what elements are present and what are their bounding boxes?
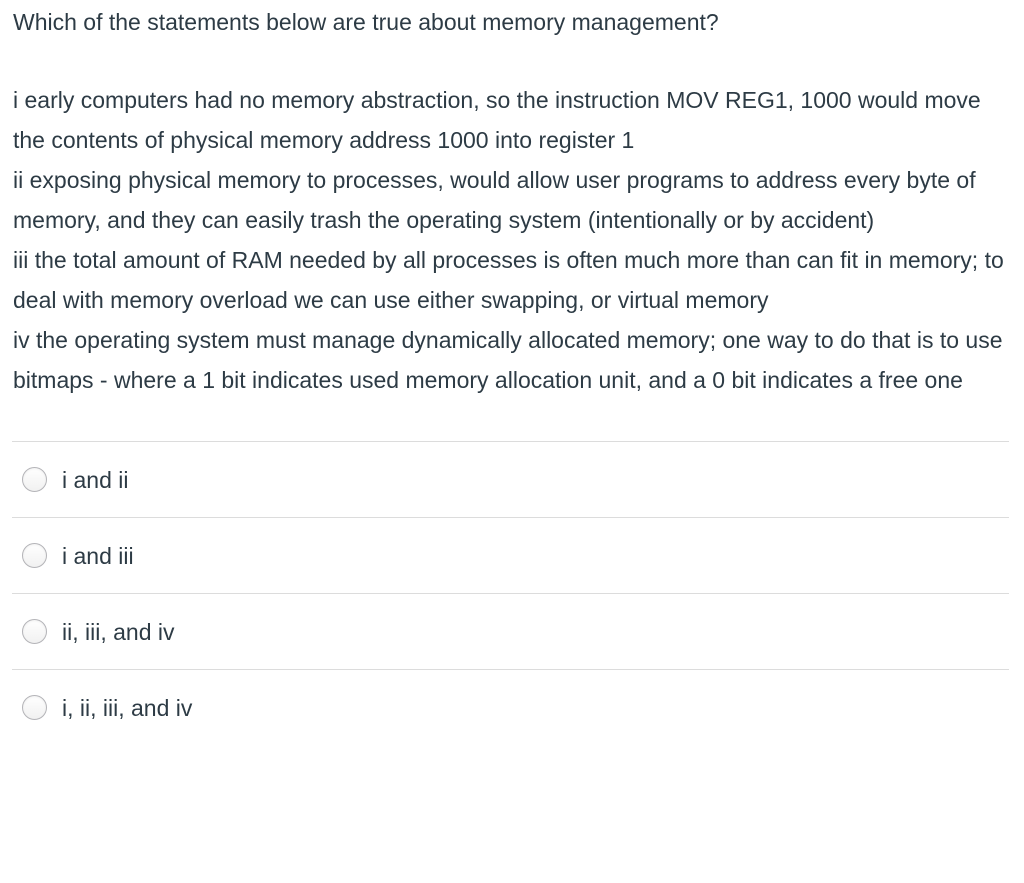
statement-i: i early computers had no memory abstract… xyxy=(13,87,981,153)
question-title: Which of the statements below are true a… xyxy=(13,9,719,35)
answer-option-1[interactable]: i and ii xyxy=(12,441,1009,517)
statement-iii: iii the total amount of RAM needed by al… xyxy=(13,247,1004,313)
radio-button-icon[interactable] xyxy=(22,695,47,720)
radio-button-icon[interactable] xyxy=(22,619,47,644)
answer-option-label: i, ii, iii, and iv xyxy=(62,694,193,721)
question-body: i early computers had no memory abstract… xyxy=(13,80,1010,400)
answer-option-2[interactable]: i and iii xyxy=(12,517,1009,593)
answer-option-3[interactable]: ii, iii, and iv xyxy=(12,593,1009,669)
answer-option-4[interactable]: i, ii, iii, and iv xyxy=(12,669,1009,745)
answer-option-label: ii, iii, and iv xyxy=(62,618,175,645)
radio-button-icon[interactable] xyxy=(22,467,47,492)
answer-option-label: i and iii xyxy=(62,542,134,569)
radio-button-icon[interactable] xyxy=(22,543,47,568)
answer-options-list: i and ii i and iii ii, iii, and iv i, ii… xyxy=(12,441,1009,745)
answer-option-label: i and ii xyxy=(62,466,129,493)
statement-ii: ii exposing physical memory to processes… xyxy=(13,167,976,233)
statement-iv: iv the operating system must manage dyna… xyxy=(13,327,1003,393)
